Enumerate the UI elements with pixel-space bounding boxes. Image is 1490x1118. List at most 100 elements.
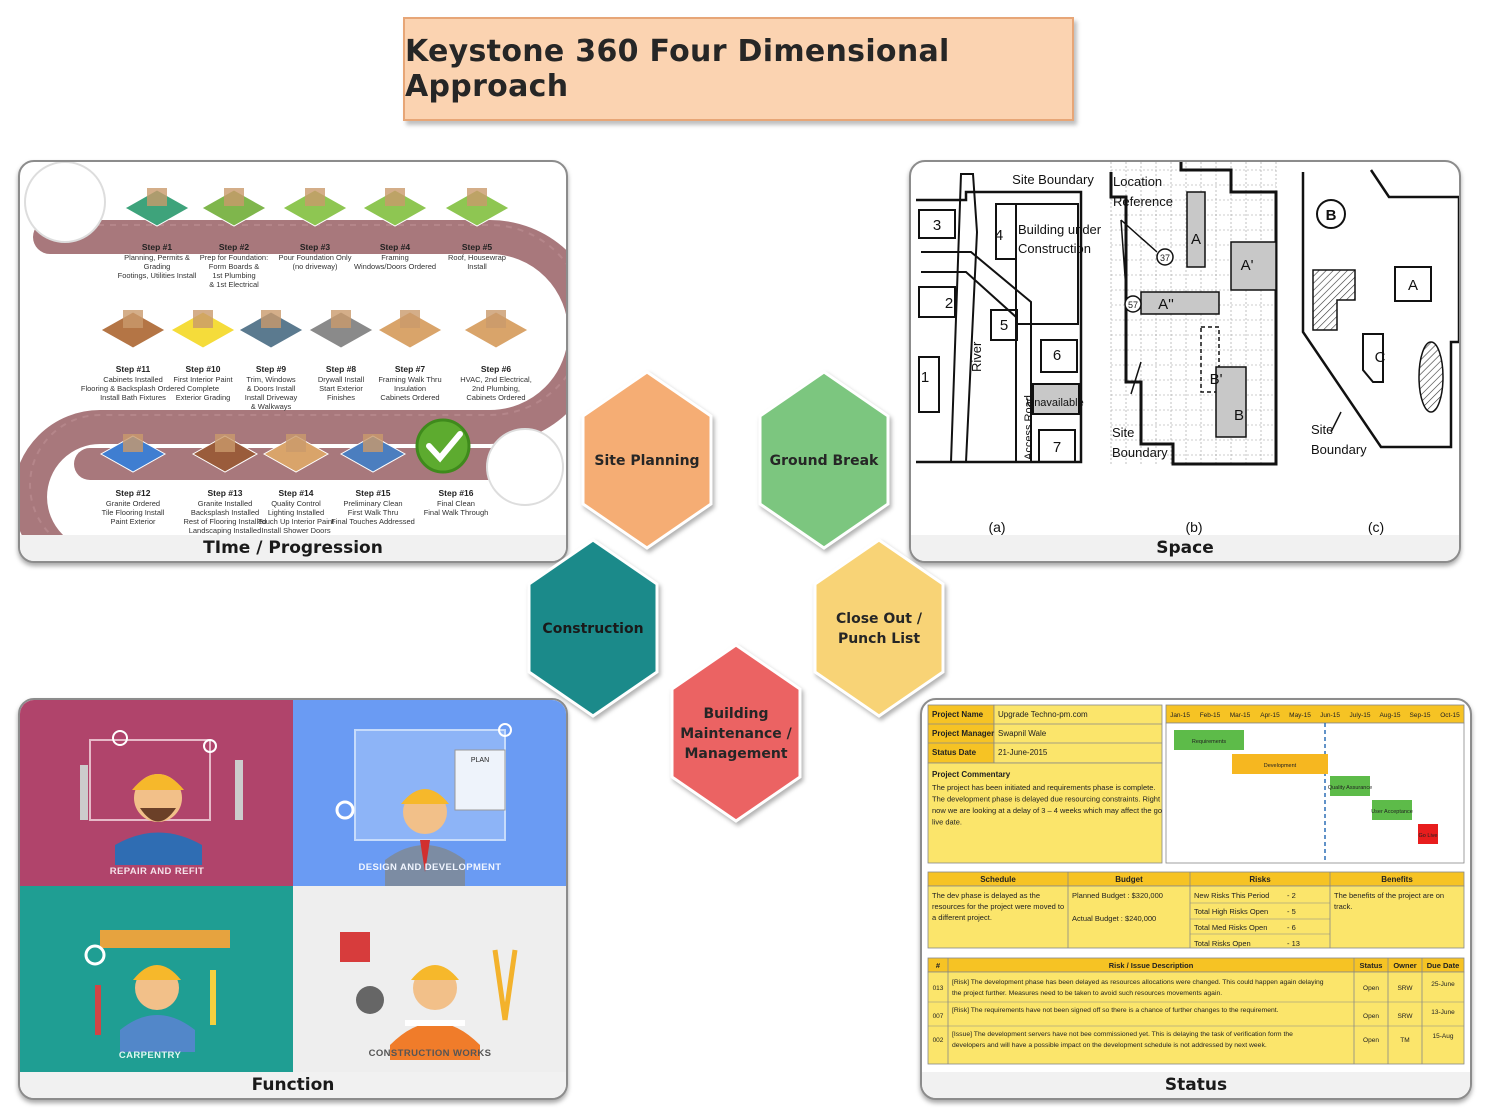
zone-number: 7 (1053, 439, 1061, 456)
river-label: River (969, 341, 984, 372)
issue-table-header: Risk / Issue Description (1109, 961, 1194, 970)
step-illustration-icon (191, 434, 259, 473)
function-tile-label: CONSTRUCTION WORKS (369, 1048, 492, 1059)
hexagon-2: Construction (527, 538, 659, 718)
issue-description: [Risk] The requirements have not been si… (952, 1007, 1279, 1014)
issue-description: [Risk] The development phase has been de… (952, 979, 1324, 986)
gantt-month: Jan-15 (1170, 712, 1190, 719)
issue-status: Open (1363, 985, 1379, 992)
site-layout-b (1109, 162, 1278, 466)
site-label: Boundary (1112, 445, 1168, 460)
step-detail: HVAC, 2nd Electrical, (460, 375, 532, 384)
step-detail: Framing Walk Thru (378, 375, 441, 384)
issue-table-header: Due Date (1427, 961, 1460, 970)
time-progression-caption: TIme / Progression (20, 535, 566, 561)
hexagon-shape (581, 370, 713, 550)
zone-number: 2 (945, 295, 953, 312)
hexagon-3: Close Out /Punch List (813, 538, 945, 718)
unavailable-label: Unavailable (1026, 397, 1083, 409)
commentary-line: now we are looking at a delay of 3 – 4 w… (932, 806, 1162, 815)
step-detail: Granite Ordered (106, 499, 160, 508)
repair-worker-icon (80, 730, 243, 865)
hexagon-0: Site Planning (581, 370, 713, 550)
benefits-line: The benefits of the project are on (1334, 891, 1444, 900)
commentary-title: Project Commentary (932, 770, 1011, 779)
step-illustration-icon (123, 188, 191, 227)
commentary-line: live date. (932, 818, 962, 827)
issue-description: the project further. Measures need to be… (952, 990, 1222, 997)
commentary-line: The project has been initiated and requi… (932, 783, 1155, 792)
budget-header: Budget (1115, 875, 1143, 884)
step-detail: Start Exterior (319, 384, 363, 393)
plan-label: PLAN (471, 757, 489, 764)
risks-header: Risks (1249, 875, 1271, 884)
block-label: A' (1241, 257, 1254, 274)
planned-budget: Planned Budget : $320,000 (1072, 891, 1163, 900)
site-label: Boundary (1311, 442, 1367, 457)
step-detail: Install Bath Fixtures (100, 393, 166, 402)
issue-owner: SRW (1397, 1013, 1413, 1020)
step-illustration-icon (339, 434, 407, 473)
risk-row-label: Total High Risks Open (1194, 907, 1268, 916)
block-label: A (1191, 231, 1201, 248)
step-illustration-icon (361, 188, 429, 227)
hexagon-label: Site Planning (594, 453, 699, 469)
step-detail: Footings, Utilities Install (118, 271, 197, 280)
issue-owner: SRW (1397, 985, 1413, 992)
step-detail: First Walk Thru (348, 508, 398, 517)
step-title: Step #5 (462, 242, 493, 252)
step-title: Step #3 (300, 242, 331, 252)
status-caption: Status (922, 1072, 1470, 1098)
step-detail: Grading (144, 262, 171, 271)
step-detail: Cabinets Ordered (466, 393, 525, 402)
reference-mark: 57 (1128, 300, 1138, 310)
step-detail: First Interior Paint (173, 375, 233, 384)
benefits-line: track. (1334, 902, 1352, 911)
step-detail: & Doors Install (247, 384, 296, 393)
step-illustration-icon (200, 188, 268, 227)
step-title: Step #11 (116, 364, 151, 374)
step-detail: Exterior Grading (176, 393, 231, 402)
step-detail: Install (467, 262, 487, 271)
step-detail: Drywall Install (318, 375, 365, 384)
step-title: Step #14 (279, 488, 314, 498)
hexagon-shape (813, 538, 945, 718)
step-detail: 2nd Plumbing, (472, 384, 520, 393)
title-box: Keystone 360 Four Dimensional Approach (403, 17, 1074, 121)
issue-id: 007 (933, 1013, 944, 1020)
issue-due-date: 25-June (1431, 981, 1455, 988)
sublabel-c: (c) (1368, 519, 1384, 535)
issue-id: 013 (933, 985, 944, 992)
risk-row-label: New Risks This Period (1194, 891, 1269, 900)
block-label: A'' (1158, 296, 1174, 313)
hexagon-1: Ground Break (758, 370, 890, 550)
step-illustration-icon (281, 188, 349, 227)
zone-number: 4 (995, 227, 1003, 244)
gantt-month: Apr-15 (1260, 712, 1280, 719)
zone-number: 6 (1053, 347, 1061, 364)
hexagon-shape (670, 643, 802, 823)
step-illustration-icon (443, 188, 511, 227)
project-name-value: Upgrade Techno-pm.com (998, 710, 1088, 719)
status-date-label: Status Date (932, 748, 977, 757)
block-label: B (1326, 207, 1337, 224)
step-detail: Flooring & Backsplash Ordered (81, 384, 185, 393)
block-label: C (1375, 349, 1386, 366)
step-title: Step #8 (326, 364, 357, 374)
hexagon-label: Maintenance / (680, 726, 792, 742)
step-illustration-icon (99, 434, 167, 473)
step-illustration-icon (376, 310, 444, 349)
issue-id: 002 (933, 1037, 944, 1044)
step-illustration-icon (237, 310, 305, 349)
step-detail: Final Touches Addressed (331, 517, 415, 526)
issue-table-header: Status (1360, 961, 1383, 970)
issue-table-header: # (936, 961, 941, 970)
gantt-month: Mar-15 (1230, 712, 1251, 719)
step-detail: & Walkways (251, 402, 292, 411)
hexagon-label: Construction (542, 621, 643, 637)
